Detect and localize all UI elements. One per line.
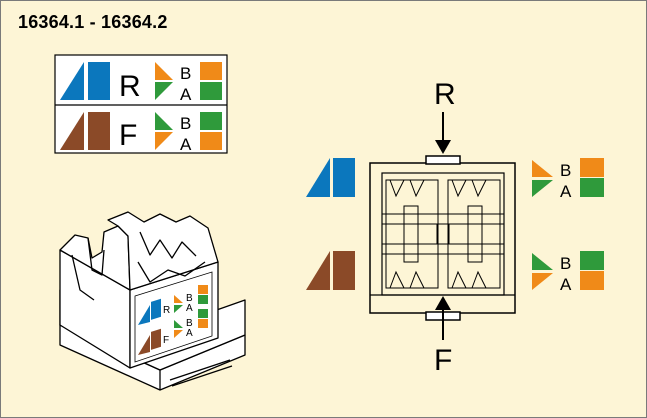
legend-r-pair-swatches	[155, 62, 222, 100]
top-arrow-label-r: R	[434, 78, 456, 111]
legend-f-label: F	[119, 119, 137, 152]
iso-a2-label: A	[186, 328, 193, 339]
legend-f-pair-swatches	[155, 112, 222, 150]
bottom-arrow	[435, 296, 451, 340]
iso-r-label: R	[163, 305, 170, 316]
front-blue-swatch	[306, 158, 355, 197]
legend-brown-swatch	[60, 112, 110, 150]
diagram-title: 16364.1 - 16364.2	[18, 12, 168, 32]
legend-blue-swatch	[60, 62, 110, 100]
front-right-bottom-a: A	[560, 275, 572, 294]
iso-b2-label: B	[186, 318, 193, 329]
legend-r-label: R	[119, 70, 141, 103]
top-arrow	[435, 112, 451, 154]
iso-b1-label: B	[186, 293, 193, 304]
isometric-color-label: R B A F B A	[134, 271, 213, 363]
connector-front-view	[369, 155, 516, 321]
bottom-arrow-label-f: F	[434, 344, 452, 377]
legend-r-b-label: B	[180, 64, 191, 83]
legend-r-a-label: A	[180, 85, 192, 104]
iso-f-label: F	[163, 335, 169, 346]
front-right-top-b: B	[560, 161, 571, 180]
front-right-bottom-b: B	[560, 254, 571, 273]
color-legend: R B A F B A	[54, 54, 228, 154]
front-right-bottom-swatches	[532, 251, 604, 290]
front-brown-swatch	[306, 251, 355, 290]
iso-a1-label: A	[186, 303, 193, 314]
front-right-top-swatches	[532, 158, 604, 197]
front-right-top-a: A	[560, 182, 572, 201]
legend-f-a-label: A	[180, 135, 192, 154]
legend-f-b-label: B	[180, 114, 191, 133]
